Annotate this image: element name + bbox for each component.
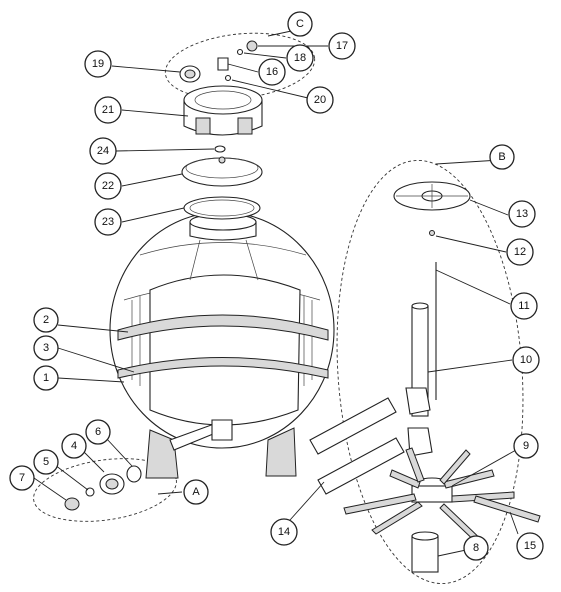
callout-22: 22 [94, 172, 122, 200]
callout-20: 20 [306, 86, 334, 114]
locking-ring-21 [183, 85, 263, 136]
group-a-callout: A [183, 479, 209, 505]
callout-5: 5 [33, 449, 59, 475]
group-c-callout: C [287, 11, 313, 37]
callout-8: 8 [463, 535, 489, 561]
callout-1-label: 1 [43, 372, 49, 384]
callout-2: 2 [33, 307, 59, 333]
callout-5-label: 5 [43, 456, 49, 468]
oring-6 [126, 465, 142, 483]
callout-11: 11 [510, 292, 538, 320]
callout-18-label: 18 [294, 52, 306, 64]
tank-body [109, 211, 335, 479]
callout-19-label: 19 [92, 58, 104, 70]
gauge-19 [179, 65, 201, 83]
lid-22 [181, 156, 263, 187]
pipe-14b [317, 437, 405, 495]
callout-12: 12 [506, 238, 534, 266]
callout-17-label: 17 [336, 40, 348, 52]
callout-13: 13 [508, 200, 536, 228]
callout-21: 21 [94, 96, 122, 124]
callout-6: 6 [85, 419, 111, 445]
callout-14-label: 14 [278, 526, 290, 538]
callout-10: 10 [512, 346, 540, 374]
callout-11-label: 11 [518, 300, 529, 312]
callout-8-label: 8 [473, 542, 479, 554]
callout-4-label: 4 [71, 440, 77, 452]
valve-16 [217, 57, 229, 71]
callout-20-label: 20 [314, 94, 326, 106]
callout-1: 1 [33, 365, 59, 391]
callout-12-label: 12 [514, 246, 526, 258]
washer-18 [236, 48, 244, 56]
callout-9: 9 [513, 433, 539, 459]
callout-23: 23 [94, 208, 122, 236]
nut-17 [246, 40, 258, 52]
oring-24 [214, 145, 226, 153]
callout-14: 14 [270, 518, 298, 546]
leader-lines [33, 29, 519, 557]
group-b-label: B [498, 151, 505, 163]
callout-13-label: 13 [516, 208, 528, 220]
callout-19: 19 [84, 50, 112, 78]
callout-9-label: 9 [523, 440, 529, 452]
callout-10-label: 10 [520, 354, 532, 366]
group-a-label: A [192, 486, 200, 498]
callout-15: 15 [516, 532, 544, 560]
group-a-outline [33, 458, 177, 522]
callout-24: 24 [89, 137, 117, 165]
callout-22-label: 22 [102, 180, 114, 192]
callout-15-label: 15 [524, 540, 536, 552]
callout-23-label: 23 [102, 216, 114, 228]
group-b-callout: B [489, 144, 515, 170]
screw-12 [429, 230, 435, 236]
callout-21-label: 21 [102, 104, 114, 116]
callout-4: 4 [61, 433, 87, 459]
callout-16-label: 16 [266, 66, 278, 78]
group-c-label: C [296, 18, 304, 30]
plug-7 [64, 497, 80, 511]
washer-20 [224, 74, 232, 82]
callout-24-label: 24 [97, 145, 109, 157]
callout-17: 17 [328, 32, 356, 60]
callout-2-label: 2 [43, 314, 49, 326]
callout-6-label: 6 [95, 426, 101, 438]
callout-18: 18 [286, 44, 314, 72]
cap-8 [411, 531, 439, 573]
callout-7-label: 7 [19, 472, 25, 484]
callout-7: 7 [9, 465, 35, 491]
callout-3-label: 3 [43, 342, 49, 354]
standpipe-10 [405, 302, 433, 457]
group-c-outline [164, 32, 316, 100]
ring-23 [183, 196, 261, 220]
callout-16: 16 [258, 58, 286, 86]
lateral-cap-13 [393, 181, 471, 211]
callout-3: 3 [33, 335, 59, 361]
pipe-14a [309, 397, 397, 455]
fitting-4 [99, 473, 125, 495]
